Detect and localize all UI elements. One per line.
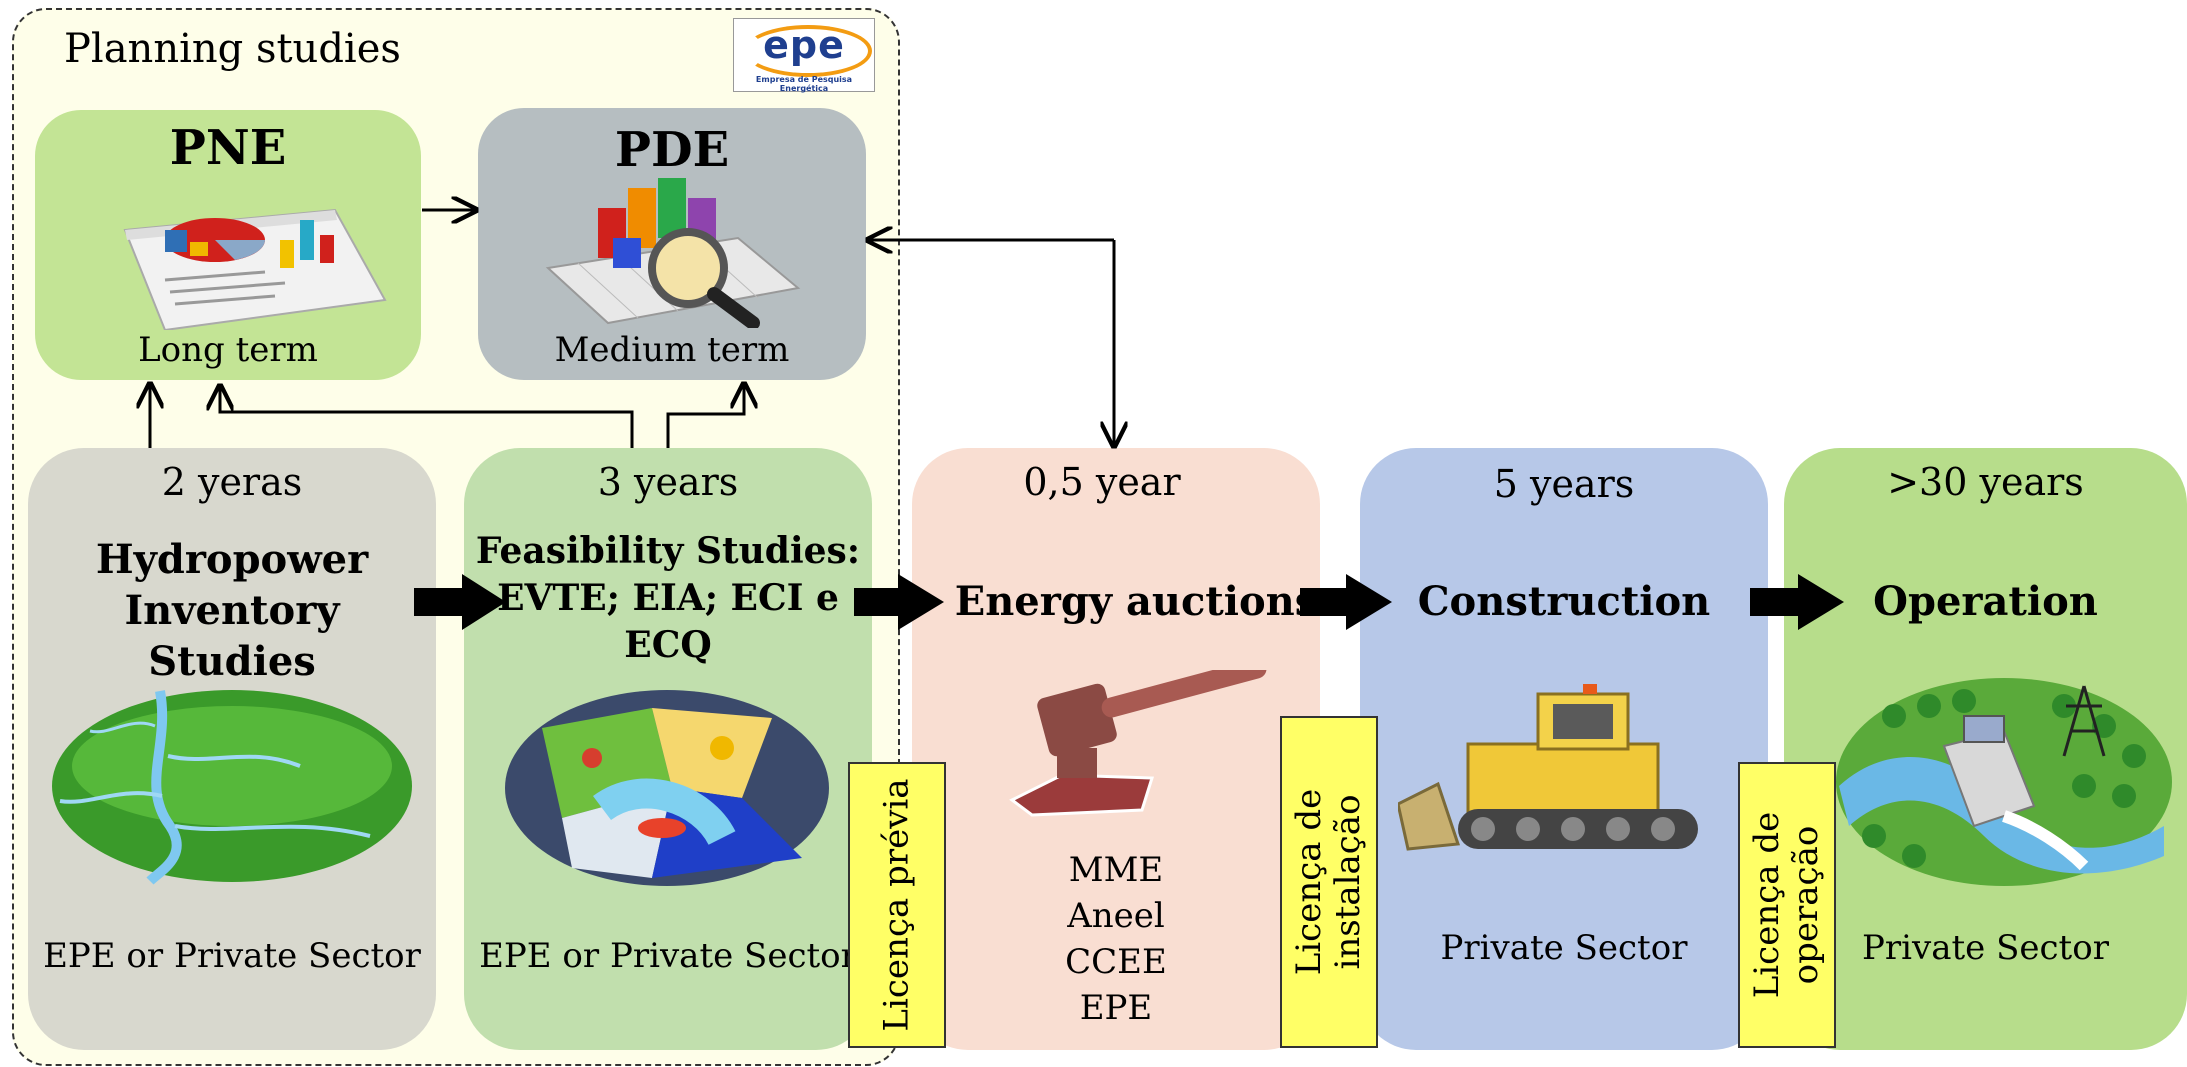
pne-title: PNE — [169, 120, 287, 176]
stage-title: Operation — [1873, 578, 2098, 625]
stage-operation: >30 years Operation Private Sector — [1784, 448, 2187, 1050]
stage-actors: MME Aneel CCEE EPE — [1065, 850, 1167, 1028]
flow-arrow-2 — [854, 574, 944, 630]
stage-actor: EPE or Private Sector — [479, 936, 857, 976]
environment-globe-icon — [505, 690, 829, 886]
stage-auctions: 0,5 year Energy auctions MME Aneel CCEE … — [912, 448, 1320, 1050]
stage-duration: 0,5 year — [1023, 460, 1181, 504]
pne-subtitle: Long term — [138, 330, 318, 370]
stage-title: Energy auctions — [954, 578, 1318, 625]
logo-word: epe — [763, 23, 845, 67]
arrow-feasibility-to-pde — [666, 384, 744, 448]
stage-inventory: 2 yeras Hydropower Inventory Studies EPE… — [28, 448, 436, 1050]
bulldozer-icon — [1398, 684, 1698, 851]
gavel-icon — [1009, 670, 1267, 817]
pde-box: PDE Medium term — [478, 108, 866, 380]
logo-subtitle: Empresa de Pesquisa Energética — [755, 75, 853, 93]
river-map-icon — [52, 690, 412, 885]
flow-arrow-1 — [414, 574, 506, 630]
pde-title: PDE — [614, 122, 730, 178]
stage-feasibility: 3 years Feasibility Studies: EVTE; EIA; … — [464, 448, 872, 1050]
stage-title: Construction — [1417, 578, 1711, 625]
stage-actor: Private Sector — [1862, 928, 2109, 968]
licence-previa: Licença prévia — [848, 762, 946, 1048]
planning-studies-title: Planning studies — [64, 26, 401, 72]
stage-actor: Private Sector — [1440, 928, 1688, 968]
stage-duration: 2 yeras — [161, 460, 303, 504]
stage-duration: 5 years — [1493, 462, 1635, 506]
analysis-magnifier-icon — [545, 178, 801, 328]
stage-duration: 3 years — [597, 460, 739, 504]
epe-logo: epe Empresa de Pesquisa Energética — [733, 18, 875, 93]
pde-subtitle: Medium term — [554, 330, 790, 370]
stage-title: Feasibility Studies: EVTE; EIA; ECI e EC… — [475, 530, 861, 666]
pne-box: PNE Long term — [35, 110, 421, 380]
flow-arrow-3 — [1300, 574, 1392, 630]
hydropower-plant-icon — [1836, 678, 2172, 886]
stage-duration: >30 years — [1887, 460, 2084, 504]
arrow-feasibility-to-pne — [220, 386, 634, 448]
flow-arrow-4 — [1750, 574, 1844, 630]
report-charts-icon — [123, 208, 387, 330]
stage-title: Hydropower Inventory Studies — [95, 536, 369, 686]
logo-ring-icon — [744, 25, 872, 77]
stage-actor: EPE or Private Sector — [43, 936, 421, 976]
stage-construction: 5 years Construction Private Sector — [1360, 448, 1768, 1050]
